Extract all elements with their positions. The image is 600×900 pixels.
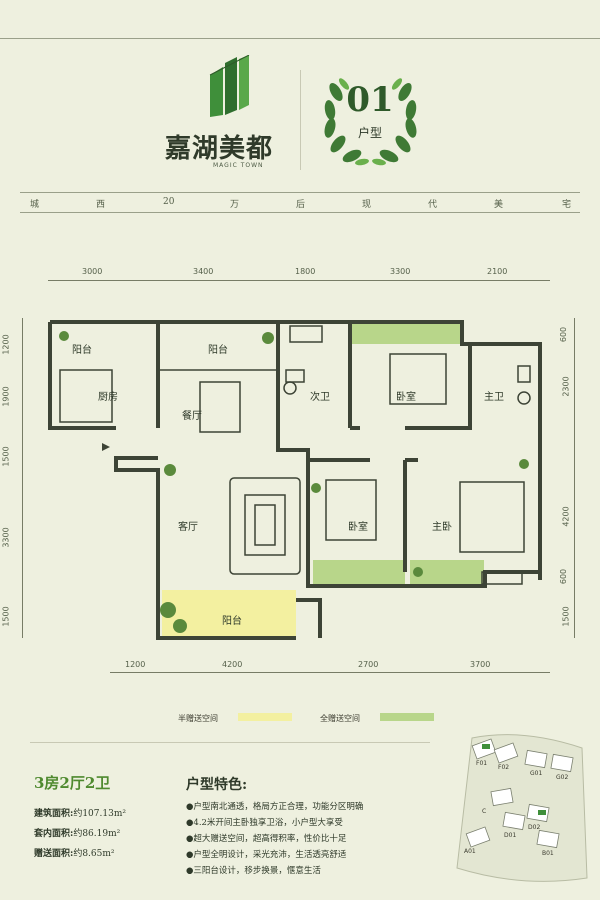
dim-top-2: 3400 xyxy=(193,267,214,276)
dim-line-bottom xyxy=(110,672,550,673)
room-bedroom-1: 卧室 xyxy=(396,392,416,403)
dim-top-1: 3000 xyxy=(82,267,103,276)
room-kitchen: 厨房 xyxy=(98,392,118,403)
legend-full-swatch xyxy=(380,713,434,721)
layout-title: 3房2厅2卫 xyxy=(34,774,111,792)
dim-left-3: 1500 xyxy=(1,446,11,467)
spec-row-3: 赠送面积:约8.65m² xyxy=(34,849,115,859)
feature-4: ●户型全明设计，采光充沛，生活透亮舒适 xyxy=(186,850,347,860)
site-plan-map: F01 F02 G01 G02 C D01 D02 A01 B01 xyxy=(452,728,592,888)
dim-right-1: 600 xyxy=(559,326,569,343)
dim-line-top xyxy=(48,280,550,281)
room-bedroom-2: 卧室 xyxy=(348,522,368,533)
spec-row-2: 套内面积:约86.19m² xyxy=(34,829,121,839)
dim-bottom-3: 2700 xyxy=(358,660,379,669)
room-balcony-1: 阳台 xyxy=(72,345,92,356)
room-balcony-2: 阳台 xyxy=(208,345,228,356)
unit-number: 01 xyxy=(346,80,394,120)
top-rule xyxy=(0,38,600,39)
features-title: 户型特色: xyxy=(186,777,248,793)
tagline-rule-bottom xyxy=(20,212,580,213)
room-dining: 餐厅 xyxy=(182,411,202,422)
laurel-badge-icon xyxy=(318,62,423,172)
spec-row-1: 建筑面积:约107.13m² xyxy=(34,809,126,819)
dim-line-right xyxy=(574,318,575,638)
feature-3: ●超大赠送空间，超高得积率，性价比十足 xyxy=(186,834,347,844)
brand-subtitle: MAGIC TOWN xyxy=(213,162,264,169)
header-divider xyxy=(300,70,301,170)
room-second-bath: 次卫 xyxy=(310,392,330,403)
brand-name: 嘉湖美都 xyxy=(165,134,274,164)
feature-5: ●三阳台设计，移步换景，惬意生活 xyxy=(186,866,321,876)
room-master-bedroom: 主卧 xyxy=(432,522,452,533)
spec-divider xyxy=(30,742,430,743)
dim-top-3: 1800 xyxy=(295,267,316,276)
unit-label: 户型 xyxy=(357,126,382,140)
room-balcony-3: 阳台 xyxy=(222,616,242,627)
floor-plan xyxy=(40,310,560,650)
dim-right-5: 1500 xyxy=(561,606,571,627)
tagline-rule-top xyxy=(20,192,580,193)
dim-left-5: 1500 xyxy=(1,606,11,627)
dim-left-4: 3300 xyxy=(1,527,11,548)
legend-half-label: 半赠送空间 xyxy=(178,714,218,723)
brand-logo-icon xyxy=(205,54,255,125)
legend-full-label: 全赠送空间 xyxy=(320,714,360,723)
feature-1: ●户型南北通透，格局方正合理，功能分区明确 xyxy=(186,802,364,812)
dim-top-5: 2100 xyxy=(487,267,508,276)
dim-right-3: 4200 xyxy=(561,506,571,527)
dim-bottom-2: 4200 xyxy=(222,660,243,669)
dim-bottom-4: 3700 xyxy=(470,660,491,669)
dim-bottom-1: 1200 xyxy=(125,660,146,669)
room-living: 客厅 xyxy=(178,522,198,533)
room-master-bath: 主卫 xyxy=(484,392,504,403)
dim-right-2: 2300 xyxy=(561,376,571,397)
legend-half-swatch xyxy=(238,713,292,721)
dim-left-1: 1200 xyxy=(1,334,11,355)
dim-top-4: 3300 xyxy=(390,267,411,276)
dim-left-2: 1900 xyxy=(1,386,11,407)
dim-line-left xyxy=(22,318,23,638)
feature-2: ●4.2米开间主卧独享卫浴，小户型大享受 xyxy=(186,818,343,828)
dim-right-4: 600 xyxy=(559,568,569,585)
